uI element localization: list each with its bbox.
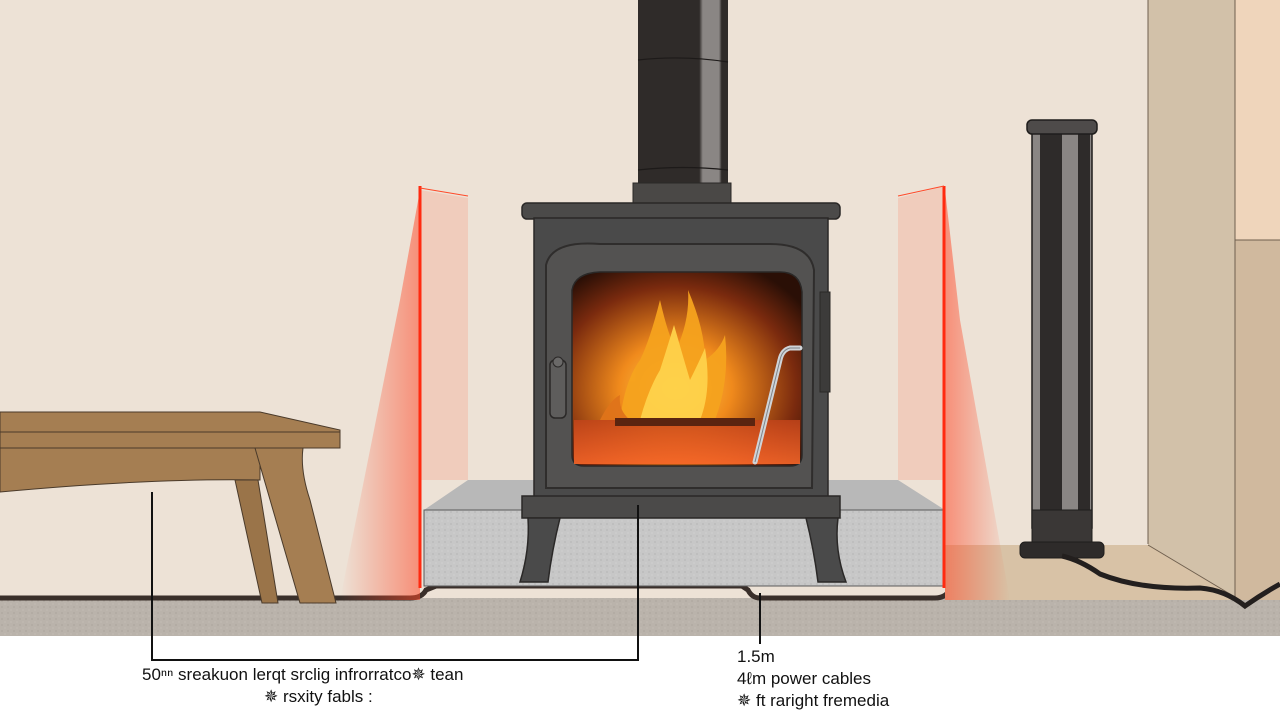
annotation-left-line1: 50ⁿⁿ sreakuon lerqt srclig infrorratco✵ … — [142, 665, 464, 684]
hearth-plinth — [423, 509, 946, 587]
heat-glow-left — [340, 190, 420, 600]
side-wall — [1148, 0, 1235, 600]
side-wall-light — [1235, 0, 1280, 240]
clearance-annotation-right: 1.5m 4ℓm power cables ✵ ft raright freme… — [737, 646, 889, 712]
side-table — [0, 411, 341, 604]
log — [615, 418, 755, 426]
stove-base — [521, 495, 841, 519]
flue-collar — [632, 182, 732, 205]
annotation-right-distance: 1.5m — [737, 647, 775, 666]
side-latch — [819, 291, 831, 393]
tower-heater — [1019, 119, 1105, 559]
floor — [0, 598, 1280, 636]
fire-flames — [600, 290, 727, 420]
heat-glow-right — [945, 190, 1010, 600]
stove-top-plate — [521, 202, 841, 220]
stove-leg-right — [805, 517, 848, 583]
power-cable — [1061, 553, 1280, 610]
door-handle — [549, 359, 567, 419]
annotation-right-line2: 4ℓm power cables — [737, 669, 871, 688]
annotation-right-line3: ✵ ft raright fremedia — [737, 691, 890, 710]
clearance-annotation-left: 50ⁿⁿ sreakuon lerqt srclig infrorratco✵ … — [142, 664, 463, 708]
side-wall-lower — [1235, 240, 1280, 600]
annotation-left-line2: ✵ rsxity fabls : — [264, 687, 373, 706]
stove-leg-left — [518, 517, 561, 583]
chimney-flue — [638, 0, 728, 184]
